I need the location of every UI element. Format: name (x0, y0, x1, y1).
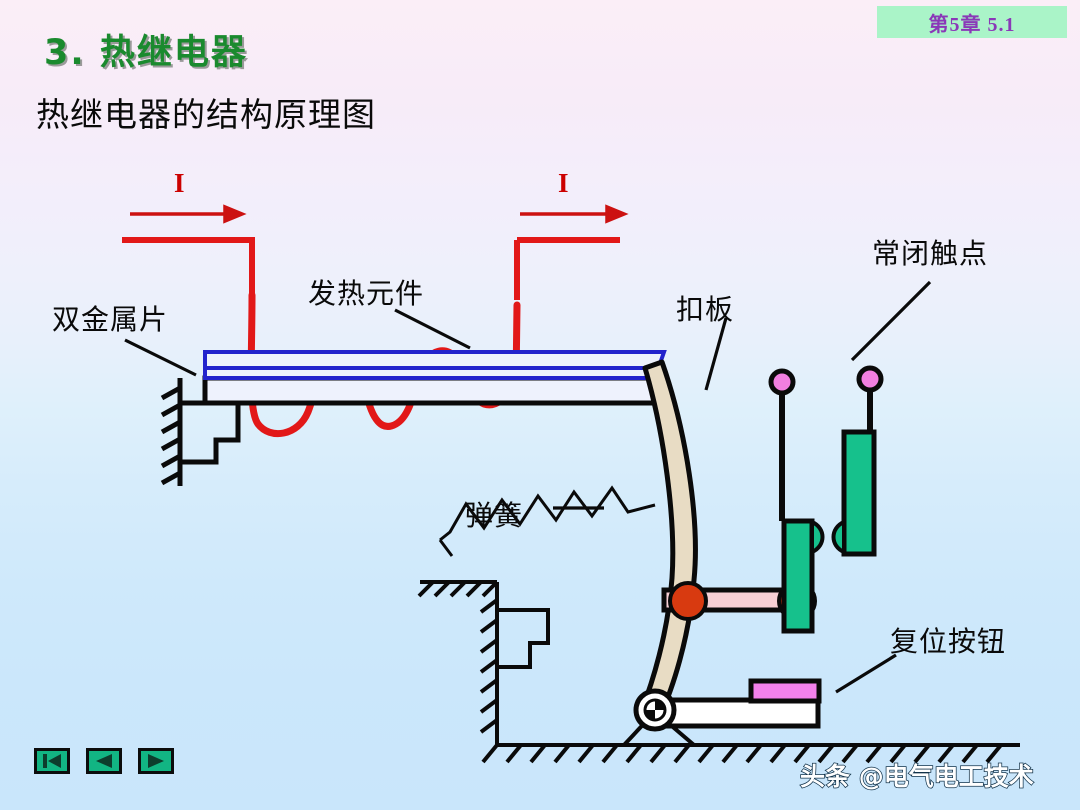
normally-closed-contact-assembly-icon (768, 365, 884, 634)
left-terminal-dot-icon (768, 368, 796, 396)
previous-slide-button[interactable] (86, 748, 122, 774)
buckle-plate-icon (638, 359, 698, 719)
leader-line-heating-element (394, 308, 471, 350)
pivot-joint-icon (633, 688, 677, 732)
leader-line-bimetal (124, 338, 197, 377)
label-bimetallic-strip: 双金属片 (52, 303, 169, 336)
current-arrow-left-icon (130, 204, 247, 224)
label-nc-contact: 常闭触点 (872, 237, 989, 270)
triangle-right-icon (148, 754, 164, 768)
chapter-badge: 第5章 5.1 (877, 6, 1067, 38)
first-slide-button[interactable] (34, 748, 70, 774)
spring-icon (438, 485, 656, 557)
label-reset-button: 复位按钮 (890, 625, 1007, 658)
triangle-left-icon (96, 754, 112, 768)
current-label-right: I (558, 168, 569, 198)
leader-line-buckle-plate (704, 317, 728, 391)
leader-line-nc-contact (850, 280, 932, 362)
current-path-right-icon (514, 237, 620, 300)
chapter-badge-label: 第5章 5.1 (928, 13, 1016, 36)
page-subtitle: 热继电器的结构原理图 (36, 95, 376, 134)
label-heating-element: 发热元件 (308, 277, 425, 310)
moving-contact-dot-icon (668, 581, 708, 621)
slide-navigation-bar (34, 748, 174, 774)
right-terminal-dot-icon (856, 365, 884, 393)
watermark: 头条 @电气电工技术 (799, 761, 1034, 792)
skip-back-icon (43, 754, 61, 768)
page-title: 3. 热继电器 (44, 33, 248, 73)
current-arrow-right-icon (520, 204, 629, 224)
next-slide-button[interactable] (138, 748, 174, 774)
base-wall-icon (417, 580, 1020, 764)
leader-line-reset-button (835, 653, 897, 694)
reset-button-icon (665, 678, 822, 729)
current-path-left-icon (122, 237, 255, 300)
current-label-left: I (174, 168, 185, 198)
label-buckle-plate: 扣板 (676, 293, 735, 326)
bimetallic-strip-icon (202, 350, 668, 406)
label-spring: 弹簧 (465, 499, 524, 532)
